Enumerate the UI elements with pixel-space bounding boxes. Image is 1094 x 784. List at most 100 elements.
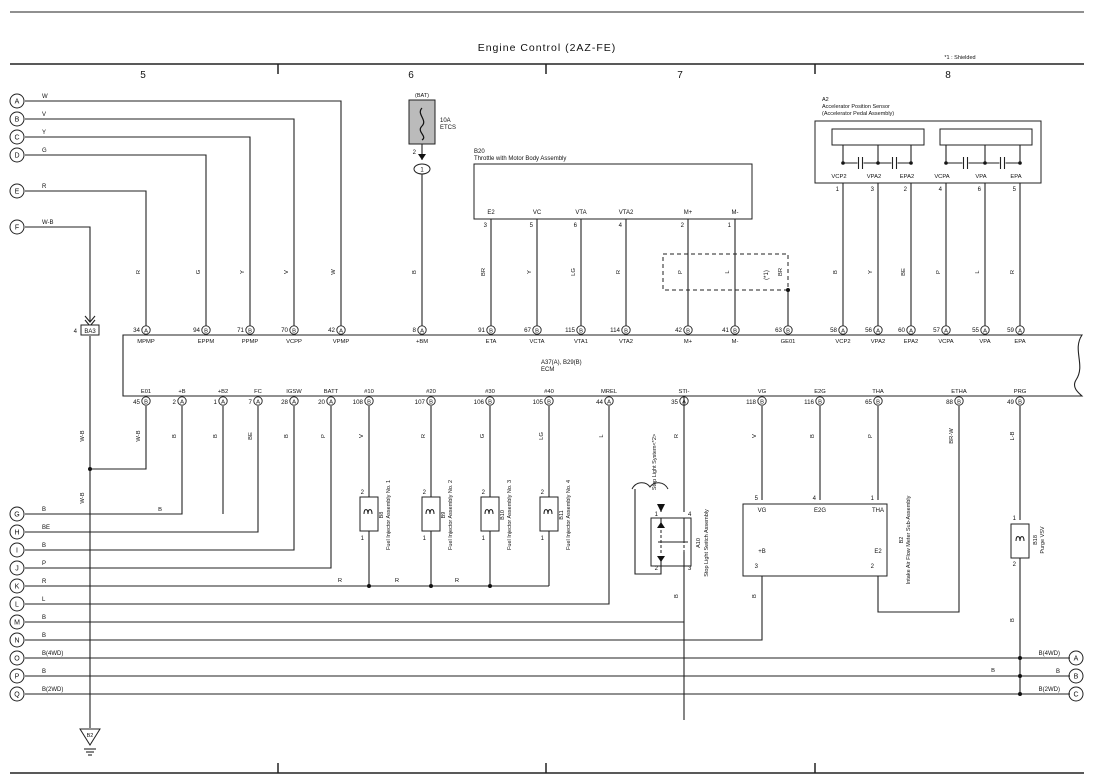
ecm-pin-connector: A — [980, 325, 990, 335]
wire-color-label: R — [136, 270, 142, 274]
left-connector-letter: D — [14, 153, 19, 160]
left-connector-wire: W-B — [42, 220, 54, 226]
bottom-connector-wire: L — [42, 597, 46, 603]
svg-text:A: A — [1018, 328, 1022, 334]
wire-color-label: R — [616, 270, 622, 274]
ecm-pin-signal: E2G — [814, 389, 826, 395]
left-connector-letter: F — [15, 225, 19, 232]
maf-pin-signal: +B — [758, 549, 766, 555]
accel-pin-signal: EPA2 — [900, 174, 914, 180]
stop-switch-target: Stop Light System<*2> — [652, 434, 658, 490]
ecm-pin-signal: VPA — [979, 339, 990, 345]
ground-block-label: BA3 — [84, 329, 96, 335]
bottom-connector — [9, 524, 25, 540]
section-number: 7 — [677, 70, 683, 81]
ecm-pin-connector: B — [730, 325, 740, 335]
left-connector-wire: V — [42, 112, 46, 118]
maf-pin-signal: E2G — [814, 508, 826, 514]
maf-pin-number: 4 — [813, 496, 817, 502]
bottom-connector — [9, 596, 25, 612]
shield-mark: (*1) — [764, 270, 770, 280]
ecm-pin-connector: A — [141, 325, 151, 335]
svg-text:2: 2 — [655, 566, 659, 572]
throttle-pin-signal: E2 — [487, 210, 495, 216]
vsv-id: B18 — [1033, 535, 1039, 545]
left-connector — [9, 93, 25, 109]
injector-box — [421, 496, 441, 532]
ecm-pin-number: 115 — [565, 327, 575, 334]
maf-id: B2 — [899, 537, 905, 544]
wire-color-label: BR — [778, 268, 784, 276]
svg-text:A: A — [180, 399, 184, 405]
svg-text:2: 2 — [541, 490, 545, 496]
coil-icon — [425, 509, 435, 515]
bottom-connector-letter: H — [14, 530, 19, 537]
ecm-pin-connector: B — [364, 396, 374, 406]
ecm-pin-signal: #30 — [485, 389, 495, 395]
fuse-pin: 2 — [413, 150, 417, 156]
ecm-pin-signal: ETA — [486, 339, 497, 345]
ecm-pin-number: 118 — [746, 399, 756, 406]
svg-text:2: 2 — [361, 490, 365, 496]
maf-name: Intake Air Flow Meter Sub-Assembly — [906, 495, 912, 584]
ecm-pin-signal: +B — [178, 389, 185, 395]
bottom-connector-wire: B — [42, 543, 46, 549]
ecm-pin-connector: B — [873, 396, 883, 406]
ecm-pin-signal: PPMP — [242, 339, 259, 345]
ecm-pin-signal: MREL — [601, 389, 618, 395]
accel-pin-signal: VPA2 — [867, 174, 881, 180]
wire-color-label: LG — [571, 268, 577, 276]
throttle-pin-number: 5 — [530, 223, 534, 229]
ecm-pin-connector: A — [1015, 325, 1025, 335]
ecm-pin-number: 28 — [281, 399, 288, 406]
ecm-pin-signal: #20 — [426, 389, 436, 395]
ecm-pin-signal: VCPA — [938, 339, 953, 345]
maf-pin-number: 5 — [755, 496, 759, 502]
injector-id: B9 — [441, 512, 447, 519]
ecm-pin-signal: BATT — [324, 389, 339, 395]
wire-color-label: L-B — [1010, 431, 1016, 440]
bottom-connector-letter: L — [15, 602, 19, 609]
ecm-pin-number: 20 — [318, 399, 325, 406]
svg-text:B: B — [204, 328, 208, 334]
svg-text:A: A — [944, 328, 948, 334]
bottom-connector-wire: B(4WD) — [42, 651, 63, 657]
bottom-connector-letter: Q — [14, 692, 20, 699]
left-connector-letter: A — [15, 99, 20, 106]
svg-text:2: 2 — [1013, 562, 1017, 568]
svg-text:1: 1 — [423, 536, 427, 542]
wire-color-label: P — [678, 270, 684, 274]
ecm-pin-connector: B — [141, 396, 151, 406]
bottom-connector — [9, 506, 25, 522]
svg-text:B: B — [957, 399, 961, 405]
wire-color-label: V — [359, 434, 365, 438]
maf-pin-number: 1 — [871, 496, 875, 502]
wire-color-label: R — [421, 434, 427, 438]
wire-color-label: B — [674, 594, 680, 598]
shield-note: *1 : Shielded — [944, 55, 975, 61]
ecm-pin-connector: B — [485, 396, 495, 406]
svg-text:3: 3 — [688, 566, 692, 572]
ecm-pin-signal: THA — [872, 389, 884, 395]
wire-color-label: L — [725, 270, 731, 274]
wire-color-label: B — [833, 270, 839, 274]
svg-text:B: B — [1018, 399, 1022, 405]
shield-box — [662, 253, 789, 291]
fuse-name: ETCS — [440, 125, 456, 131]
accel-pin-number: 6 — [978, 187, 982, 193]
throttle-pin-number: 4 — [619, 223, 623, 229]
accel-pin-number: 2 — [904, 187, 908, 193]
ecm-pin-number: 55 — [972, 327, 979, 334]
left-connector-wire: Y — [42, 130, 46, 136]
accel-name: Accelerator Position Sensor — [822, 104, 890, 110]
svg-text:A: A — [841, 328, 845, 334]
bottom-connector-letter: G — [14, 512, 19, 519]
wire-color-label: B — [412, 270, 418, 274]
svg-text:B: B — [535, 328, 539, 334]
svg-text:B: B — [429, 399, 433, 405]
ecm-pin-signal: FC — [254, 389, 262, 395]
fuse-connector: 1 — [420, 168, 424, 174]
ecm-pin-number: 7 — [249, 399, 253, 406]
svg-text:B: B — [818, 399, 822, 405]
ecm-pin-connector: A — [336, 325, 346, 335]
